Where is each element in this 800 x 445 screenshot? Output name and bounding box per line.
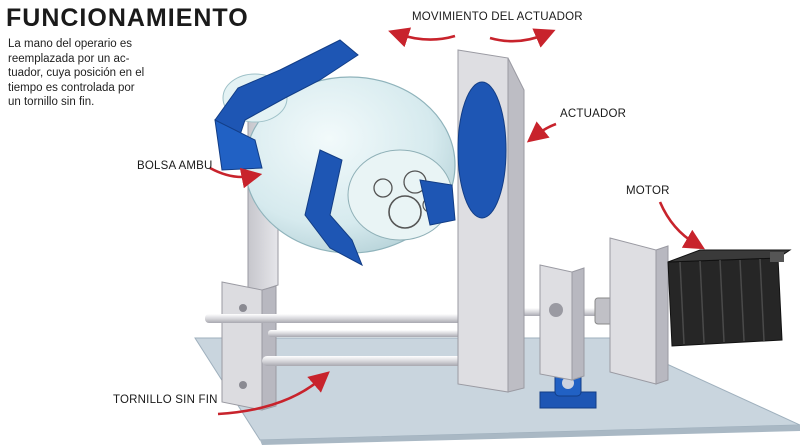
movement-arrow-left — [388, 27, 456, 48]
screw-arrow — [217, 371, 330, 416]
description-line: reemplazada por un ac- — [8, 52, 130, 65]
label-bag: BOLSA AMBU — [137, 160, 213, 172]
motor-mount — [609, 237, 669, 385]
left-end-block — [221, 281, 277, 411]
diagram-title: FUNCIONAMIENTO — [6, 4, 249, 32]
movement-arrow-right — [489, 28, 556, 48]
guide-rod-bottom — [262, 356, 497, 366]
blue-holder — [214, 39, 456, 267]
label-movement: MOVIMIENTO DEL ACTUADOR — [412, 11, 583, 23]
motor-body — [667, 249, 792, 347]
actuator-plate — [457, 49, 525, 393]
middle-support — [539, 264, 585, 381]
label-motor: MOTOR — [626, 185, 670, 197]
description-line: un tornillo sin fin. — [8, 96, 95, 108]
bag-arrow — [209, 166, 263, 189]
description-line: tiempo es controlada por — [8, 81, 135, 94]
description-line: tuador, cuya posición en el — [8, 67, 145, 79]
guide-rod-top — [205, 314, 495, 323]
screw-rod — [268, 330, 496, 337]
description-line: La mano del operario es — [8, 38, 133, 50]
description-text: La mano del operario es reemplazada por … — [8, 37, 168, 110]
actuator-arrow — [526, 121, 557, 143]
label-screw: TORNILLO SIN FIN — [113, 394, 218, 406]
base-plate-edge — [260, 425, 800, 445]
label-actuator: ACTUADOR — [560, 108, 627, 120]
motor-arrow — [658, 201, 705, 250]
